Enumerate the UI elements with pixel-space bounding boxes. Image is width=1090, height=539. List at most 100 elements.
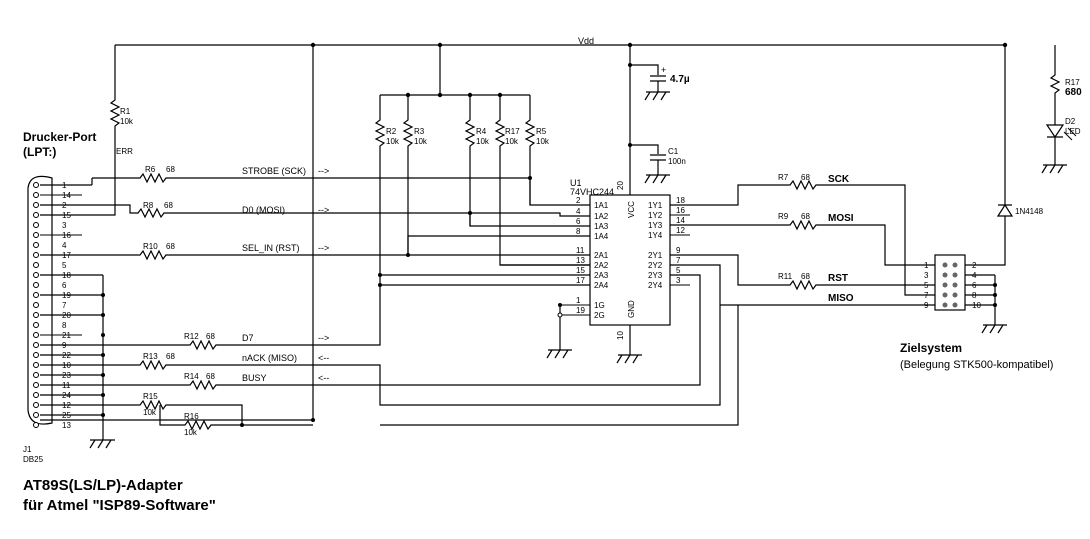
- ic-pin-name: 1Y2: [648, 211, 663, 220]
- svg-text:R15: R15: [143, 392, 158, 401]
- out-mosi: MOSI: [828, 213, 854, 224]
- wire-rst-out: [670, 254, 935, 291]
- target-pin-9: [942, 302, 948, 308]
- target-pin-7: [942, 292, 948, 298]
- ic-pin-name: 2A3: [594, 271, 609, 280]
- target-pin-1: [942, 262, 948, 268]
- ic-pin-num: 9: [676, 246, 681, 255]
- ic-pin-name: 1G: [594, 301, 605, 310]
- ic-pin-name: 2Y1: [648, 251, 663, 260]
- svg-text:R13: R13: [143, 352, 158, 361]
- diode-1n4148: 1N4148: [965, 45, 1044, 266]
- svg-text:68: 68: [166, 352, 175, 361]
- svg-text:R11: R11: [778, 272, 793, 281]
- cap-c1: C1 100n: [628, 143, 686, 184]
- ic-pin-name: 2A4: [594, 281, 609, 290]
- db25-pin-13: [33, 422, 39, 428]
- db25-pin-11: [33, 382, 39, 388]
- ic-pin-num: 6: [576, 217, 581, 226]
- ic-pin-name: 1A4: [594, 232, 609, 241]
- svg-text:R8: R8: [143, 201, 154, 210]
- target-pin-4: [952, 272, 958, 278]
- ic-pin-name: 2G: [594, 311, 605, 320]
- signal-selin: SEL_IN (RST): [242, 243, 300, 253]
- target-pin-10: [952, 302, 958, 308]
- svg-text:68: 68: [164, 201, 173, 210]
- svg-text:R12: R12: [184, 332, 199, 341]
- svg-text:R2: R2: [386, 127, 397, 136]
- resistor-r4: R4 10k: [464, 95, 490, 226]
- svg-text:R17: R17: [1065, 78, 1080, 87]
- err-label: ERR: [116, 147, 133, 156]
- target-title: Zielsystem: [900, 341, 962, 355]
- db25-pin-4: [33, 242, 39, 248]
- wire-r16: [159, 405, 313, 431]
- ic-pin-num: 17: [576, 276, 585, 285]
- ic-pin-name: 2A1: [594, 251, 609, 260]
- target-pin-label: 9: [924, 301, 929, 310]
- ic-u1: U1 74VHC244 VCC GND 20 10 21A141A261A381…: [560, 178, 690, 340]
- out-sck: SCK: [828, 174, 850, 185]
- db25-connector: Drucker-Port (LPT:) J1 DB25 114215316417…: [23, 130, 96, 464]
- wire-pin13: [40, 45, 314, 421]
- svg-text:4.7µ: 4.7µ: [670, 74, 690, 85]
- arrow-strobe: -->: [318, 166, 329, 176]
- svg-text:100n: 100n: [668, 157, 686, 166]
- svg-text:1N4148: 1N4148: [1015, 207, 1044, 216]
- svg-text:68: 68: [166, 242, 175, 251]
- svg-text:10k: 10k: [386, 137, 400, 146]
- db25-pin-25: [33, 412, 39, 418]
- db25-pin-label: 13: [62, 421, 71, 430]
- db25-pin-9: [33, 342, 39, 348]
- arrow-busy: <--: [318, 373, 329, 383]
- resistor-r1: R1 10k ERR: [40, 45, 134, 216]
- target-subtitle: (Belegung STK500-kompatibel): [900, 359, 1053, 371]
- ic-pin-num: 14: [676, 216, 685, 225]
- wire-d7: [40, 275, 381, 351]
- db25-pin-24: [33, 392, 39, 398]
- svg-text:10k: 10k: [536, 137, 550, 146]
- ic-pin-name: 1A3: [594, 222, 609, 231]
- ic-pin-name: 2A2: [594, 261, 609, 270]
- db25-pin-20: [33, 312, 39, 318]
- target-pin-2: [952, 262, 958, 268]
- ic-pin-name: 1Y1: [648, 201, 663, 210]
- connector-ref: J1: [23, 445, 32, 454]
- svg-text:20: 20: [616, 181, 625, 190]
- db25-pin-16: [33, 232, 39, 238]
- db25-pin-22: [33, 352, 39, 358]
- db25-pin-23: [33, 372, 39, 378]
- db25-pin-1: [33, 182, 39, 188]
- signal-d7: D7: [242, 333, 254, 343]
- svg-text:R6: R6: [145, 165, 156, 174]
- db25-pin-21: [33, 332, 39, 338]
- db25-pin-14: [33, 192, 39, 198]
- db25-pin-12: [33, 402, 39, 408]
- resistor-r3: R3 10k: [402, 95, 428, 255]
- svg-text:+: +: [661, 65, 666, 75]
- signal-nack: nACK (MISO): [242, 353, 297, 363]
- ic-pin-num: 15: [576, 266, 585, 275]
- port-heading: Drucker-Port: [23, 130, 96, 144]
- db25-pin-label: 6: [62, 281, 67, 290]
- svg-text:10: 10: [616, 331, 625, 340]
- svg-text:10k: 10k: [505, 137, 519, 146]
- ic-pin-name: 1A2: [594, 212, 609, 221]
- svg-text:D2: D2: [1065, 117, 1076, 126]
- db25-pin-8: [33, 322, 39, 328]
- db25-pin-5: [33, 262, 39, 268]
- svg-text:R9: R9: [778, 212, 789, 221]
- db25-pin-7: [33, 302, 39, 308]
- ic-part: 74VHC244: [570, 187, 614, 197]
- svg-text:68: 68: [801, 212, 810, 221]
- wire-sck-out: [670, 179, 935, 296]
- target-pin-label: 3: [924, 271, 929, 280]
- port-heading-sub: (LPT:): [23, 145, 56, 159]
- ic-pin-num: 8: [576, 227, 581, 236]
- pullup-bus: [380, 45, 530, 98]
- led-d2: R17 680 D2 LED: [1041, 45, 1082, 174]
- svg-text:68: 68: [206, 372, 215, 381]
- ic-pin-num: 12: [676, 226, 685, 235]
- ic-pin-num: 7: [676, 256, 681, 265]
